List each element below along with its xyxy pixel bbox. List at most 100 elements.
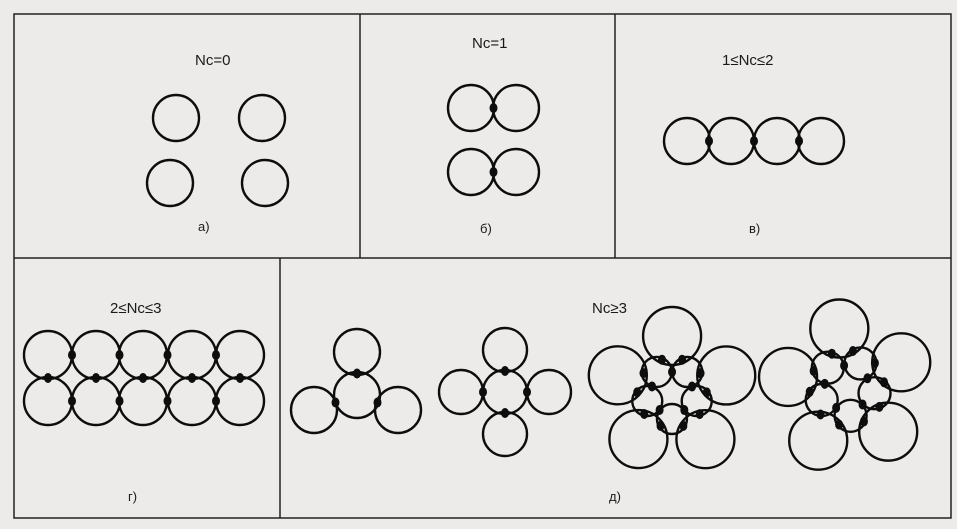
panel-d-particle xyxy=(332,370,382,420)
panel-d-particle xyxy=(332,327,382,377)
panel-b-contact xyxy=(489,167,498,177)
panel-v-particle xyxy=(662,116,712,166)
panel-b-particle xyxy=(491,147,541,197)
panel-d-contact xyxy=(331,397,340,408)
panel-d-particle xyxy=(608,408,669,470)
panel-g-particle xyxy=(70,329,122,381)
panel-v-particle xyxy=(706,116,756,166)
panel-b-label: Nc=1 xyxy=(472,35,508,52)
panel-d-contact xyxy=(840,360,849,371)
panel-d-particle xyxy=(481,368,529,416)
panel-d-particle xyxy=(809,298,870,359)
panel-g-contact xyxy=(212,350,220,360)
panel-g-contact xyxy=(139,373,147,383)
panel-d-contact xyxy=(353,368,361,379)
frame-lines xyxy=(13,13,952,519)
panel-d-contact xyxy=(816,409,825,420)
panel-d-contact xyxy=(858,399,867,410)
panel-d-contact xyxy=(680,405,689,416)
panel-d-contact xyxy=(501,408,509,418)
panel-a-particle xyxy=(151,93,201,143)
panel-d-contact xyxy=(688,381,697,392)
panel-d-contact xyxy=(820,378,829,389)
panel-g-contact xyxy=(68,350,76,360)
panel-d-contact xyxy=(696,368,705,379)
panel-a-particle xyxy=(237,93,287,143)
panel-d-contact xyxy=(859,416,868,427)
panel-d-particle xyxy=(857,375,892,411)
panel-b-particle xyxy=(446,83,496,133)
panel-d-particle xyxy=(373,385,423,435)
panel-g-particle xyxy=(117,375,169,427)
panel-d-contact xyxy=(655,404,664,415)
panel-d-label: Nc≥3 xyxy=(592,300,627,317)
panel-g-contact xyxy=(163,396,172,406)
panel-a-particle xyxy=(145,158,195,208)
panel-v-contact xyxy=(750,136,758,146)
panel-d-contact xyxy=(805,386,814,397)
panel-d-contact xyxy=(702,387,711,398)
panel-d-contact xyxy=(835,419,844,430)
panel-v-caption: в) xyxy=(749,221,761,236)
panel-d-particle xyxy=(481,326,529,374)
panel-d-contact xyxy=(648,381,657,392)
panel-d-contact xyxy=(640,408,649,419)
panel-d-contact xyxy=(809,365,818,376)
panel-d-contact xyxy=(695,409,704,420)
panel-g-particle xyxy=(214,375,266,427)
panel-g-particle xyxy=(166,375,218,427)
panel-g-particle xyxy=(117,329,169,381)
panel-d-particle xyxy=(857,401,919,462)
panel-g-contact xyxy=(163,350,172,360)
panel-v-contact xyxy=(705,136,713,146)
panel-d-particle xyxy=(655,402,689,436)
panel-g-contact xyxy=(115,350,124,360)
panel-d-particle xyxy=(437,368,485,416)
panel-d-contact xyxy=(870,358,879,369)
panel-g-label: 2≤Nc≤3 xyxy=(110,300,162,317)
panel-g-particle xyxy=(166,329,218,381)
panel-d-contact xyxy=(679,420,688,431)
panel-a-label: Nc=0 xyxy=(195,52,231,69)
panel-d-contact xyxy=(827,348,836,359)
panel-g-contact xyxy=(68,396,76,406)
panel-b-contact xyxy=(489,103,498,113)
panel-d-contact xyxy=(832,402,841,413)
panel-g-particle xyxy=(22,375,74,427)
panel-v-particle xyxy=(796,116,846,166)
panel-g-contact xyxy=(115,396,124,406)
panel-d-contact xyxy=(678,354,687,365)
panel-d-contact xyxy=(633,387,642,398)
panel-d-contact xyxy=(373,397,382,408)
panel-g-contact xyxy=(188,373,196,383)
panel-g-particle xyxy=(22,329,74,381)
panel-g-caption: г) xyxy=(128,489,138,504)
panel-g-contact xyxy=(44,373,52,383)
panel-d-caption: д) xyxy=(609,489,621,504)
panel-g-contact xyxy=(236,373,244,383)
panel-d-contact xyxy=(863,373,872,384)
panel-d-contact xyxy=(880,377,889,388)
panel-d-contact xyxy=(523,387,531,397)
panel-v-label: 1≤Nc≤2 xyxy=(722,52,774,69)
outer-frame xyxy=(13,13,952,519)
panel-g-contact xyxy=(92,373,100,383)
panel-g-particle xyxy=(70,375,122,427)
panel-g-contact xyxy=(212,396,220,406)
panel-d-contact xyxy=(848,346,857,357)
panel-d-particle xyxy=(641,305,703,367)
panel-d-contact xyxy=(875,401,884,412)
panel-v-particle xyxy=(752,116,802,166)
panel-b-caption: б) xyxy=(480,221,492,236)
panel-v-contact xyxy=(795,136,803,146)
panel-a-caption: а) xyxy=(198,219,210,234)
panel-d-particle xyxy=(757,346,819,408)
panel-d-contact xyxy=(657,354,666,365)
panel-d-particle xyxy=(525,368,573,416)
panel-b-particle xyxy=(446,147,496,197)
panel-d-contact xyxy=(479,387,487,397)
panel-d-particle xyxy=(675,408,736,470)
panel-d-particle xyxy=(289,385,339,435)
